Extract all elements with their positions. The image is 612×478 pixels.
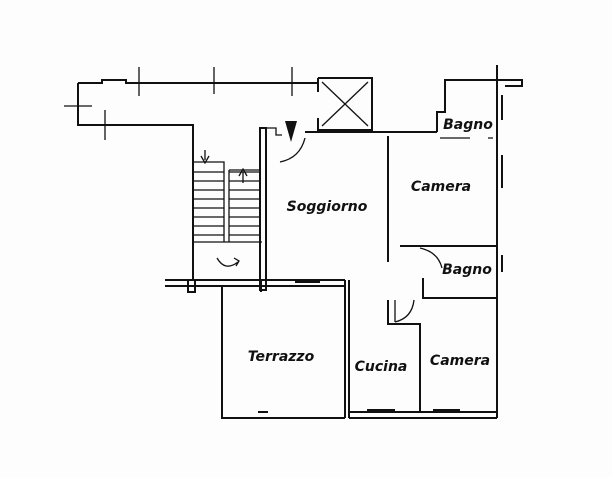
room-label-cucina: Cucina [354,359,408,375]
room-label-camera-top: Camera [410,179,472,195]
corridor-walls [64,67,318,280]
arrow-up-icon [238,167,248,183]
entrance-door [279,121,306,163]
room-label-bagno-mid: Bagno [442,262,492,278]
arrow-down-icon [200,150,210,165]
room-label-bagno-top: Bagno [443,117,493,133]
room-label-soggiorno: Soggiorno [286,199,368,215]
turn-arrow-icon [216,257,240,267]
elevator [317,77,373,131]
interior-walls [165,65,523,419]
staircase [193,127,282,291]
room-label-terrazzo: Terrazzo [247,349,315,365]
room-label-camera-bottom: Camera [429,353,491,369]
